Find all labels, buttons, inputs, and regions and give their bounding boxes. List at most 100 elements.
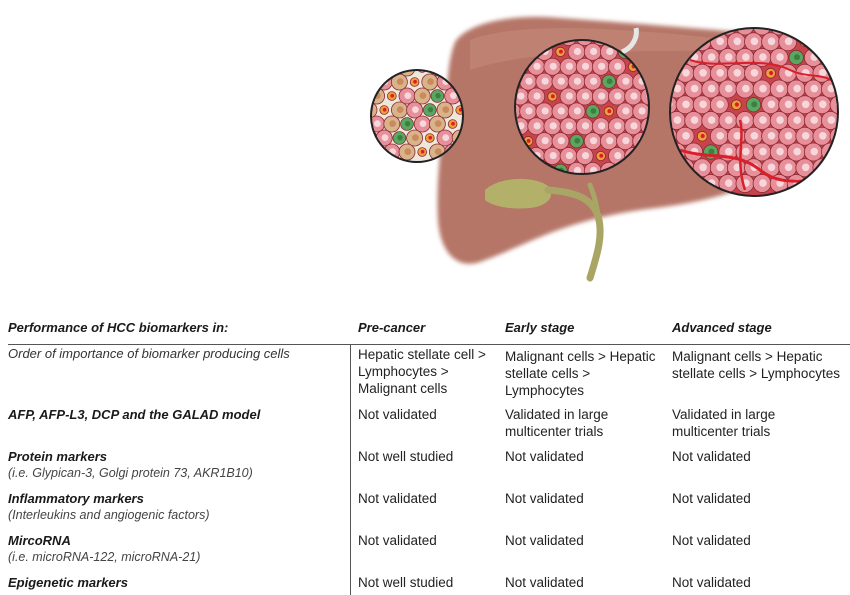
malignant-cell-nucleus [622, 137, 630, 145]
malignant-cell-nucleus [801, 163, 810, 172]
immune-cell-nucleus [769, 70, 774, 76]
malignant-cell-nucleus [690, 84, 699, 93]
malignant-cell-nucleus [614, 92, 622, 100]
malignant-cell-nucleus [598, 92, 606, 100]
malignant-cell-nucleus [724, 179, 733, 187]
malignant-cell-nucleus [541, 107, 549, 115]
malignant-cell-nucleus [724, 147, 733, 156]
immune-cell-nucleus [413, 79, 417, 84]
malignant-cell-nucleus [630, 92, 638, 100]
row-label: MircoRNA (i.e. microRNA-122, microRNA-21… [8, 532, 200, 566]
malignant-cell-nucleus [733, 163, 742, 172]
cell-pre-cancer: Not well studied [358, 575, 454, 590]
malignant-cell-nucleus [573, 77, 582, 85]
lymphocyte-cell-nucleus [427, 106, 434, 113]
malignant-cell-nucleus [759, 84, 767, 93]
malignant-cell-nucleus [836, 132, 838, 140]
malignant-cell-nucleus [784, 100, 793, 109]
malignant-cell-nucleus [682, 69, 690, 77]
malignant-cell-nucleus [682, 132, 690, 140]
cell-advanced-stage: Not validated [672, 575, 751, 590]
cell-pre-cancer: Not well studied [358, 449, 454, 464]
cell-advanced-stage: Not validated [672, 491, 751, 506]
malignant-cell-nucleus [819, 37, 827, 46]
malignant-cell-nucleus [690, 116, 699, 124]
malignant-cell-nucleus [598, 62, 606, 70]
malignant-cell-nucleus [442, 134, 450, 141]
malignant-cell-nucleus [827, 53, 836, 61]
immune-cell-nucleus [428, 135, 433, 140]
stellate-cell-nucleus [389, 120, 396, 127]
lymphocyte-cell-nucleus [404, 120, 411, 127]
gallbladder-icon [485, 178, 604, 282]
malignant-cell-nucleus [733, 37, 742, 46]
immune-cell-nucleus [382, 107, 387, 112]
malignant-cell-nucleus [590, 137, 598, 145]
immune-cell-nucleus [558, 49, 563, 54]
cell-early-stage: Validated in large multicenter trials [505, 407, 609, 439]
stellate-cell-nucleus [404, 148, 412, 155]
malignant-cell-nucleus [573, 47, 582, 56]
malignant-cell-nucleus [707, 84, 716, 93]
malignant-cell-nucleus [699, 163, 707, 172]
row-label: Order of importance of biomarker produci… [8, 345, 290, 362]
malignant-cell-nucleus [716, 163, 724, 172]
lymphocyte-cell-nucleus [708, 148, 715, 155]
malignant-cell-nucleus [784, 132, 793, 140]
column-header-early-stage: Early stage [505, 320, 575, 335]
malignant-cell [735, 28, 755, 36]
malignant-cell-nucleus [767, 100, 776, 109]
malignant-cell-nucleus [450, 92, 457, 99]
malignant-cell-nucleus [606, 47, 614, 56]
malignant-cell-nucleus [525, 77, 533, 85]
column-header-pre-cancer: Pre-cancer [358, 320, 426, 335]
lymphocyte-cell [371, 145, 384, 159]
malignant-cell-nucleus [724, 116, 733, 124]
cell-advanced-stage: Validated in large multicenter trials [672, 407, 776, 439]
malignant-cell-nucleus [622, 77, 630, 85]
table-header: Performance of HCC biomarkers in: Pre-ca… [8, 312, 850, 345]
cell-early-stage: Not validated [505, 575, 584, 590]
malignant-cell [829, 63, 838, 83]
immune-cell-nucleus [607, 109, 612, 114]
malignant-cell-nucleus [581, 92, 590, 100]
malignant-cell-nucleus [819, 69, 827, 77]
malignant-cell-nucleus [590, 77, 598, 85]
immune-cell-nucleus [700, 133, 705, 139]
malignant-cell-nucleus [784, 163, 793, 172]
column-divider [350, 345, 351, 595]
early-stage-cell-circle [514, 39, 650, 175]
row-label-main: Inflammatory markers [8, 491, 144, 506]
malignant-cell-nucleus [819, 100, 827, 109]
lymphocyte-cell-nucleus [606, 78, 613, 85]
malignant-cell-nucleus [750, 69, 759, 77]
malignant-cell-nucleus [707, 116, 716, 124]
blood-vessel [689, 59, 838, 91]
cell-early-stage: Malignant cells > Hepatic stellate cells… [505, 349, 656, 398]
stellate-cell-nucleus [419, 92, 427, 99]
row-label-sub: (Interleukins and angiogenic factors) [8, 508, 210, 522]
malignant-cell-nucleus [776, 84, 784, 93]
malignant-cell-nucleus [565, 152, 573, 160]
malignant-cell-nucleus [541, 137, 549, 145]
malignant-cell-nucleus [767, 37, 776, 46]
immune-cell-nucleus [421, 66, 425, 70]
malignant-cell-nucleus [724, 53, 733, 61]
lymphocyte-cell-nucleus [371, 78, 373, 85]
malignant-cell-nucleus [525, 107, 533, 115]
malignant-cell-nucleus [419, 120, 427, 127]
malignant-cell-nucleus [742, 116, 750, 124]
malignant-cell [803, 28, 823, 36]
malignant-cell-nucleus [750, 132, 759, 140]
malignant-cell-nucleus [581, 122, 590, 130]
malignant-cell [821, 48, 838, 67]
malignant-cell-nucleus [827, 28, 836, 30]
table-title: Performance of HCC biomarkers in: [8, 320, 229, 335]
immune-cell-nucleus [599, 153, 604, 158]
malignant-cell-nucleus [573, 166, 582, 174]
malignant-cell-nucleus [549, 152, 557, 160]
stellate-cell-nucleus [371, 134, 374, 141]
immune-cell-nucleus [420, 149, 425, 154]
malignant-cell-nucleus [767, 132, 776, 140]
malignant-cell-nucleus [776, 53, 784, 61]
